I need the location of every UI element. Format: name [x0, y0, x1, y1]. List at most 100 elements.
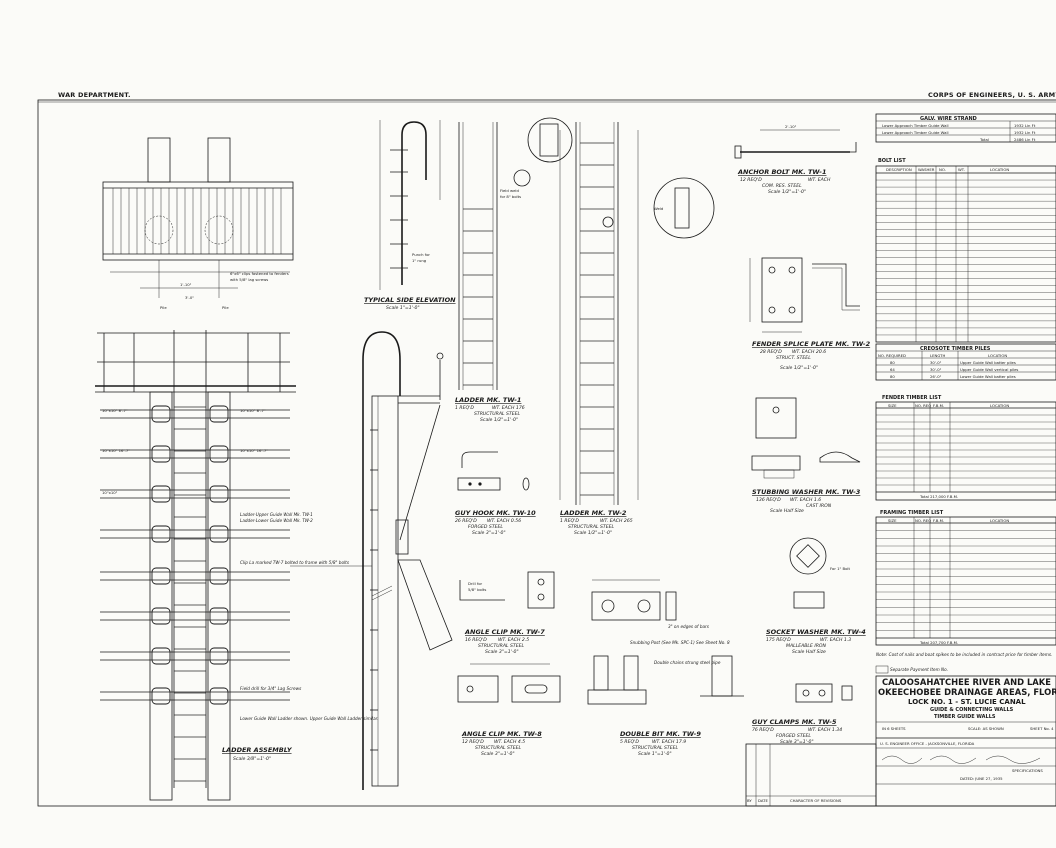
fender-timber-rows — [876, 414, 1056, 486]
svg-text:BY: BY — [747, 798, 752, 803]
bolt-list-table: BOLT LIST DESCRIPTION WASHER NO. WT. LOC… — [875, 158, 1056, 343]
svg-text:WT. EACH 1.6: WT. EACH 1.6 — [790, 497, 821, 503]
ladder-tw2-title: LADDER MK. TW-2 — [560, 509, 627, 517]
svg-text:U. S. ENGINEER OFFICE - JACKSO: U. S. ENGINEER OFFICE - JACKSONVILLE, FL… — [880, 741, 975, 746]
svg-text:WT. EACH 0.56: WT. EACH 0.56 — [487, 518, 521, 524]
svg-text:5/8" bolts: 5/8" bolts — [468, 587, 486, 592]
angle-clip-8-title: ANGLE CLIP MK. TW-8 — [461, 730, 542, 738]
svg-text:1 REQ'D: 1 REQ'D — [560, 518, 579, 524]
fender-timber-title: FENDER TIMBER LIST — [882, 395, 942, 401]
note-bar-angle: 3" on edges of bars — [668, 624, 710, 629]
svg-text:10"x10" 8'-7": 10"x10" 8'-7" — [102, 408, 128, 413]
svg-text:12 REQ'D: 12 REQ'D — [740, 177, 762, 183]
svg-text:28 REQ'D: 28 REQ'D — [760, 349, 782, 355]
svg-text:80: 80 — [890, 360, 895, 365]
svg-text:Scale 1"=1'-0": Scale 1"=1'-0" — [638, 751, 672, 757]
svg-text:STRUCTURAL STEEL: STRUCTURAL STEEL — [475, 745, 522, 751]
svg-text:64: 64 — [890, 367, 895, 372]
svg-text:Scale 1"=1'-0": Scale 1"=1'-0" — [386, 305, 420, 311]
title-line-5: TIMBER GUIDE WALLS — [934, 714, 996, 720]
note-double-chains: Double chains strung steel pipe — [654, 660, 721, 665]
svg-text:Weld: Weld — [654, 206, 664, 211]
svg-text:Scale Half Size: Scale Half Size — [770, 508, 804, 514]
ladder-assembly-title: LADDER ASSEMBLY — [222, 746, 293, 754]
svg-text:WT. EACH 1.3: WT. EACH 1.3 — [820, 637, 851, 643]
svg-text:with 5/8" lag screws: with 5/8" lag screws — [230, 277, 268, 282]
svg-text:6"x6" clips fastened to fender: 6"x6" clips fastened to fenders — [230, 271, 289, 276]
svg-text:IN 6 SHEETS: IN 6 SHEETS — [882, 726, 906, 731]
socket-washer-drawing: For 1" Bolt SOCKET WASHER MK. TW-4 175 R… — [766, 537, 866, 655]
title-line-1: CALOOSAHATCHEE RIVER AND LAKE — [882, 677, 1051, 687]
anchor-bolt-drawing: 2'-10" ANCHOR BOLT MK. TW-1 12 REQ'D WT.… — [734, 124, 857, 195]
ladder-tw1-drawing: Field weld for 8" bolts LADDER MK. TW-1 … — [455, 117, 573, 423]
guy-clamps-title: GUY CLAMPS MK. TW-5 — [752, 718, 837, 726]
angle-clip-8-drawing: ANGLE CLIP MK. TW-8 12 REQ'D WT. EACH 4.… — [457, 663, 561, 757]
typical-side-elevation-drawing: Punch for 1" rung TYPICAL SIDE ELEVATION… — [364, 120, 456, 311]
svg-text:12 REQ'D: 12 REQ'D — [462, 739, 484, 745]
svg-text:NO. REQ: NO. REQ — [915, 403, 931, 408]
svg-text:Scale 1/2"=1'-0": Scale 1/2"=1'-0" — [780, 365, 818, 371]
svg-text:26'-0": 26'-0" — [930, 374, 942, 379]
note-separate-payment: Separate Payment Item No. — [890, 667, 948, 672]
svg-text:Scale Half Size: Scale Half Size — [792, 649, 826, 655]
svg-text:Pile: Pile — [160, 305, 167, 310]
svg-text:10"x10" 8'-7": 10"x10" 8'-7" — [240, 408, 266, 413]
framing-timber-rows — [876, 530, 1056, 631]
galv-wire-table: GALV. WIRE STRAND Lower Approach Timber … — [875, 113, 1056, 143]
title-line-4: GUIDE & CONNECTING WALLS — [930, 707, 1014, 713]
svg-text:Upper Guide Wall vertical pile: Upper Guide Wall vertical piles — [960, 367, 1018, 372]
angle-clip-7-title: ANGLE CLIP MK. TW-7 — [464, 628, 545, 636]
fender-timber-table: FENDER TIMBER LIST SIZE NO. REQ F.B.M. L… — [875, 395, 1056, 501]
svg-text:STRUCTURAL STEEL: STRUCTURAL STEEL — [632, 745, 679, 751]
ladder-assembly-drawing: 10"x10" 8'-7" 10"x10" 8'-7" 10"x10" 16'-… — [95, 330, 378, 801]
bolt-list-title: BOLT LIST — [878, 158, 906, 164]
guy-hook-title: GUY HOOK MK. TW-10 — [455, 509, 536, 517]
svg-text:DATED: JUNE 27, 1935: DATED: JUNE 27, 1935 — [960, 776, 1003, 781]
svg-text:136 REQ'D: 136 REQ'D — [756, 497, 781, 503]
double-bit-title: DOUBLE BIT MK. TW-9 — [620, 730, 701, 738]
svg-text:SCALE: AS SHOWN: SCALE: AS SHOWN — [968, 726, 1004, 731]
revision-block: BY DATE CHARACTER OF REVISIONS — [745, 743, 877, 807]
note-lower-wall: Lower Guide Wall Ladder shown. Upper Gui… — [240, 716, 378, 721]
ladder-tw1-title: LADDER MK. TW-1 — [455, 396, 521, 404]
svg-text:NO. REQUIRED: NO. REQUIRED — [878, 353, 906, 358]
typical-side-elevation-title: TYPICAL SIDE ELEVATION — [364, 296, 456, 304]
svg-text:LOCATION: LOCATION — [990, 518, 1009, 523]
svg-text:F.B.M.: F.B.M. — [933, 518, 944, 523]
note-ladder-lower: Ladder-Lower Guide Wall Mk. TW-2 — [240, 518, 313, 523]
svg-text:LOCATION: LOCATION — [990, 167, 1009, 172]
svg-text:10"x10" 16'-7": 10"x10" 16'-7" — [240, 448, 268, 453]
svg-text:10"x10": 10"x10" — [102, 490, 118, 495]
svg-text:Scale 1/2"=1'-0": Scale 1/2"=1'-0" — [768, 189, 806, 195]
guy-clamps-drawing: GUY CLAMPS MK. TW-5 76 REQ'D WT. EACH 1.… — [752, 683, 853, 745]
sheet-border — [37, 99, 1056, 807]
svg-text:2486 Lin Ft: 2486 Lin Ft — [1014, 137, 1036, 142]
double-bit-drawing: Snubbing Post (See Mk. SPC-1) See Sheet … — [587, 640, 744, 757]
creosote-piles-title: CREOSOTE TIMBER PILES — [920, 346, 991, 352]
ladder-tw2-drawing: Weld LADDER MK. TW-2 1 REQ'D WT. EACH 26… — [559, 122, 715, 536]
svg-text:WT. EACH 4.5: WT. EACH 4.5 — [494, 739, 525, 745]
socket-washer-title: SOCKET WASHER MK. TW-4 — [766, 628, 866, 636]
bolt-list-rows — [876, 179, 1056, 336]
svg-text:10"x10" 16'-7": 10"x10" 16'-7" — [102, 448, 130, 453]
svg-text:For 1" Bolt: For 1" Bolt — [830, 566, 850, 571]
framing-timber-table: FRAMING TIMBER LIST SIZE NO. REQ F.B.M. … — [875, 510, 1056, 646]
svg-text:WASHER: WASHER — [918, 167, 935, 172]
svg-text:Scale 3"=1'-0": Scale 3"=1'-0" — [780, 739, 814, 745]
svg-text:Scale 3"=1'-0": Scale 3"=1'-0" — [472, 530, 506, 536]
svg-text:Upper Guide Wall batter piles: Upper Guide Wall batter piles — [960, 360, 1016, 365]
svg-text:Scale 1/2"=1'-0": Scale 1/2"=1'-0" — [480, 417, 518, 423]
svg-text:Total: Total — [979, 137, 989, 142]
svg-text:1" rung: 1" rung — [412, 258, 427, 263]
svg-text:CHARACTER OF REVISIONS: CHARACTER OF REVISIONS — [790, 798, 842, 803]
svg-text:Lower Approach Timber Guide Wa: Lower Approach Timber Guide Wall — [882, 123, 949, 128]
svg-text:WT. EACH 2.5: WT. EACH 2.5 — [498, 637, 529, 643]
svg-text:Lower Guide Wall batter piles: Lower Guide Wall batter piles — [960, 374, 1016, 379]
note-clip-marked: Clip La marked TW-7 bolted to frame with… — [240, 560, 350, 565]
svg-text:1932 Lin Ft: 1932 Lin Ft — [1014, 130, 1036, 135]
svg-text:Field weld: Field weld — [500, 188, 519, 193]
svg-text:1932 Lin Ft: 1932 Lin Ft — [1014, 123, 1036, 128]
title-block: CALOOSAHATCHEE RIVER AND LAKE OKEECHOBEE… — [875, 675, 1056, 807]
svg-text:WT. EACH: WT. EACH — [808, 177, 831, 183]
svg-text:STRUCT. STEEL: STRUCT. STEEL — [776, 355, 811, 361]
